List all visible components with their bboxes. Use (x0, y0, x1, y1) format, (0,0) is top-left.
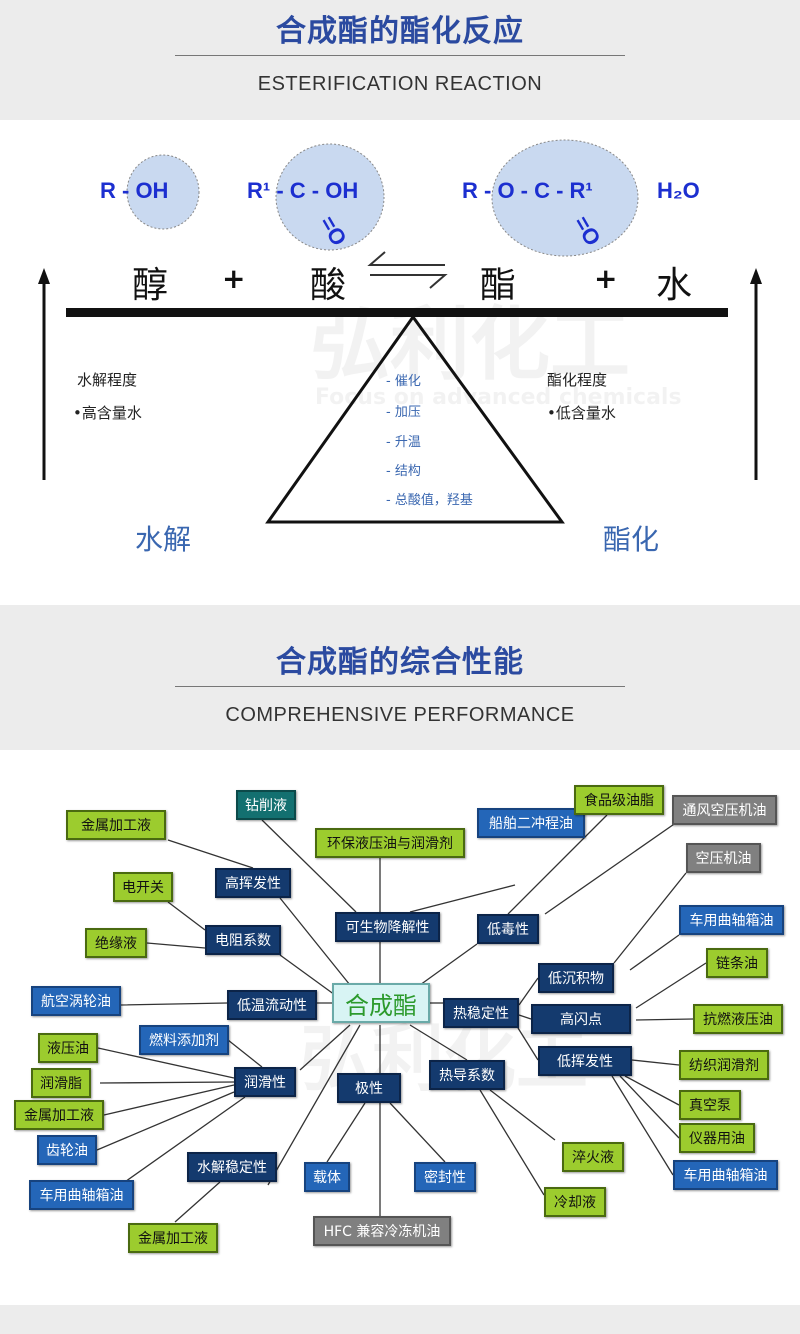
node-thermal-conductivity: 热导系数 (429, 1060, 505, 1090)
node-quenching-fluid: 淬火液 (562, 1142, 624, 1172)
hydrolysis-degree: 水解程度 (77, 371, 138, 389)
node-textile-lubricant: 纺织润滑剂 (679, 1050, 769, 1080)
node-gear-oil: 齿轮油 (37, 1135, 97, 1165)
node-low-deposits: 低沉积物 (538, 963, 614, 993)
left-arrow-icon (38, 268, 50, 480)
ester-label: 酯 (480, 265, 517, 306)
node-aviation-turbine-oil: 航空涡轮油 (31, 986, 121, 1016)
node-metalworking-fluid: 金属加工液 (14, 1100, 104, 1130)
section2-subtitle: COMPREHENSIVE PERFORMANCE (225, 704, 575, 726)
node-eco-hydraulic-oil: 环保液压油与润滑剂 (315, 828, 465, 858)
node-ventilation-compressor-oil: 通风空压机油 (672, 795, 777, 825)
node-compressor-oil: 空压机油 (686, 843, 761, 873)
acid-formula: R¹ - C - OH (247, 178, 359, 203)
divider (175, 55, 625, 56)
section2-title: 合成酯的综合性能 (276, 645, 524, 680)
node-coolant: 冷却液 (544, 1187, 606, 1217)
node-instrument-oil: 仪器用油 (679, 1123, 755, 1153)
acid-label: 酸 (310, 265, 347, 306)
right-arrow-icon (750, 268, 762, 480)
section1-title: 合成酯的酯化反应 (276, 14, 524, 49)
node-low-temp-fluidity: 低温流动性 (227, 990, 317, 1020)
alcohol-label: 醇 (132, 265, 169, 306)
node-low-volatility: 低挥发性 (538, 1046, 632, 1076)
node-vacuum-pump: 真空泵 (679, 1090, 741, 1120)
node-hydraulic-oil: 液压油 (38, 1033, 98, 1063)
node-crankcase-oil: 车用曲轴箱油 (673, 1160, 778, 1190)
node-fuel-additive: 燃料添加剂 (139, 1025, 229, 1055)
node-low-toxicity: 低毒性 (477, 914, 539, 944)
node-marine-two-stroke-oil: 船舶二冲程油 (477, 808, 585, 838)
esterification-label: 酯化 (603, 523, 660, 556)
node-crankcase-oil: 车用曲轴箱油 (29, 1180, 134, 1210)
node-sealing: 密封性 (414, 1162, 476, 1192)
node-metalworking-fluid: 金属加工液 (128, 1223, 218, 1253)
condition-item: - 升温 (386, 435, 421, 450)
plus-sign: + (594, 262, 618, 295)
node-resistivity: 电阻系数 (205, 925, 281, 955)
node-thermal-stability: 热稳定性 (443, 998, 519, 1028)
center-node-synthetic-ester: 合成酯 (332, 983, 430, 1023)
node-insulating-fluid: 绝缘液 (85, 928, 147, 958)
esterification-item: •低含量水 (547, 404, 616, 422)
node-drilling-fluid: 钻削液 (236, 790, 296, 820)
esterification-degree: 酯化程度 (547, 371, 608, 389)
footer-band (0, 1305, 800, 1334)
node-hydrolytic-stability: 水解稳定性 (187, 1152, 277, 1182)
condition-item: - 总酸值，羟基 (386, 493, 473, 508)
ester-formula: R - O - C - R¹ (462, 178, 593, 203)
balance-beam (66, 308, 728, 317)
alcohol-formula: R - OH (100, 178, 169, 203)
hydrolysis-label: 水解 (135, 523, 192, 556)
node-polarity: 极性 (337, 1073, 401, 1103)
section2-header (0, 605, 800, 750)
node-food-grade-grease: 食品级油脂 (574, 785, 664, 815)
node-electrical-switch: 电开关 (113, 872, 173, 902)
node-high-flash-point: 高闪点 (531, 1004, 631, 1034)
node-crankcase-oil: 车用曲轴箱油 (679, 905, 784, 935)
node-biodegradability: 可生物降解性 (335, 912, 440, 942)
node-carrier: 载体 (304, 1162, 350, 1192)
node-high-volatility: 高挥发性 (215, 868, 291, 898)
water-label: 水 (656, 265, 693, 306)
node-hfc-refrigeration-oil: HFC 兼容冷冻机油 (313, 1216, 451, 1246)
node-chain-oil: 链条油 (706, 948, 768, 978)
node-fire-resistant-hydraulic-oil: 抗燃液压油 (693, 1004, 783, 1034)
functional-group-ellipses (126, 139, 639, 257)
plus-sign: + (222, 262, 246, 295)
divider (175, 686, 625, 687)
equilibrium-arrows-icon (367, 251, 448, 289)
node-metalworking-fluid: 金属加工液 (66, 810, 166, 840)
hydrolysis-item: •高含量水 (73, 404, 142, 422)
condition-item: - 催化 (386, 374, 421, 389)
fulcrum-triangle (265, 314, 565, 524)
watermark-subtitle: Focus on advanced chemicals (315, 385, 682, 410)
section1-subtitle: ESTERIFICATION REACTION (257, 73, 543, 95)
balance-diagram (38, 139, 762, 524)
node-lubricity: 润滑性 (234, 1067, 296, 1097)
condition-item: - 加压 (386, 405, 421, 420)
condition-item: - 结构 (386, 464, 421, 479)
section1-header (0, 0, 800, 120)
water-formula: H₂O (657, 178, 700, 203)
node-grease: 润滑脂 (31, 1068, 91, 1098)
